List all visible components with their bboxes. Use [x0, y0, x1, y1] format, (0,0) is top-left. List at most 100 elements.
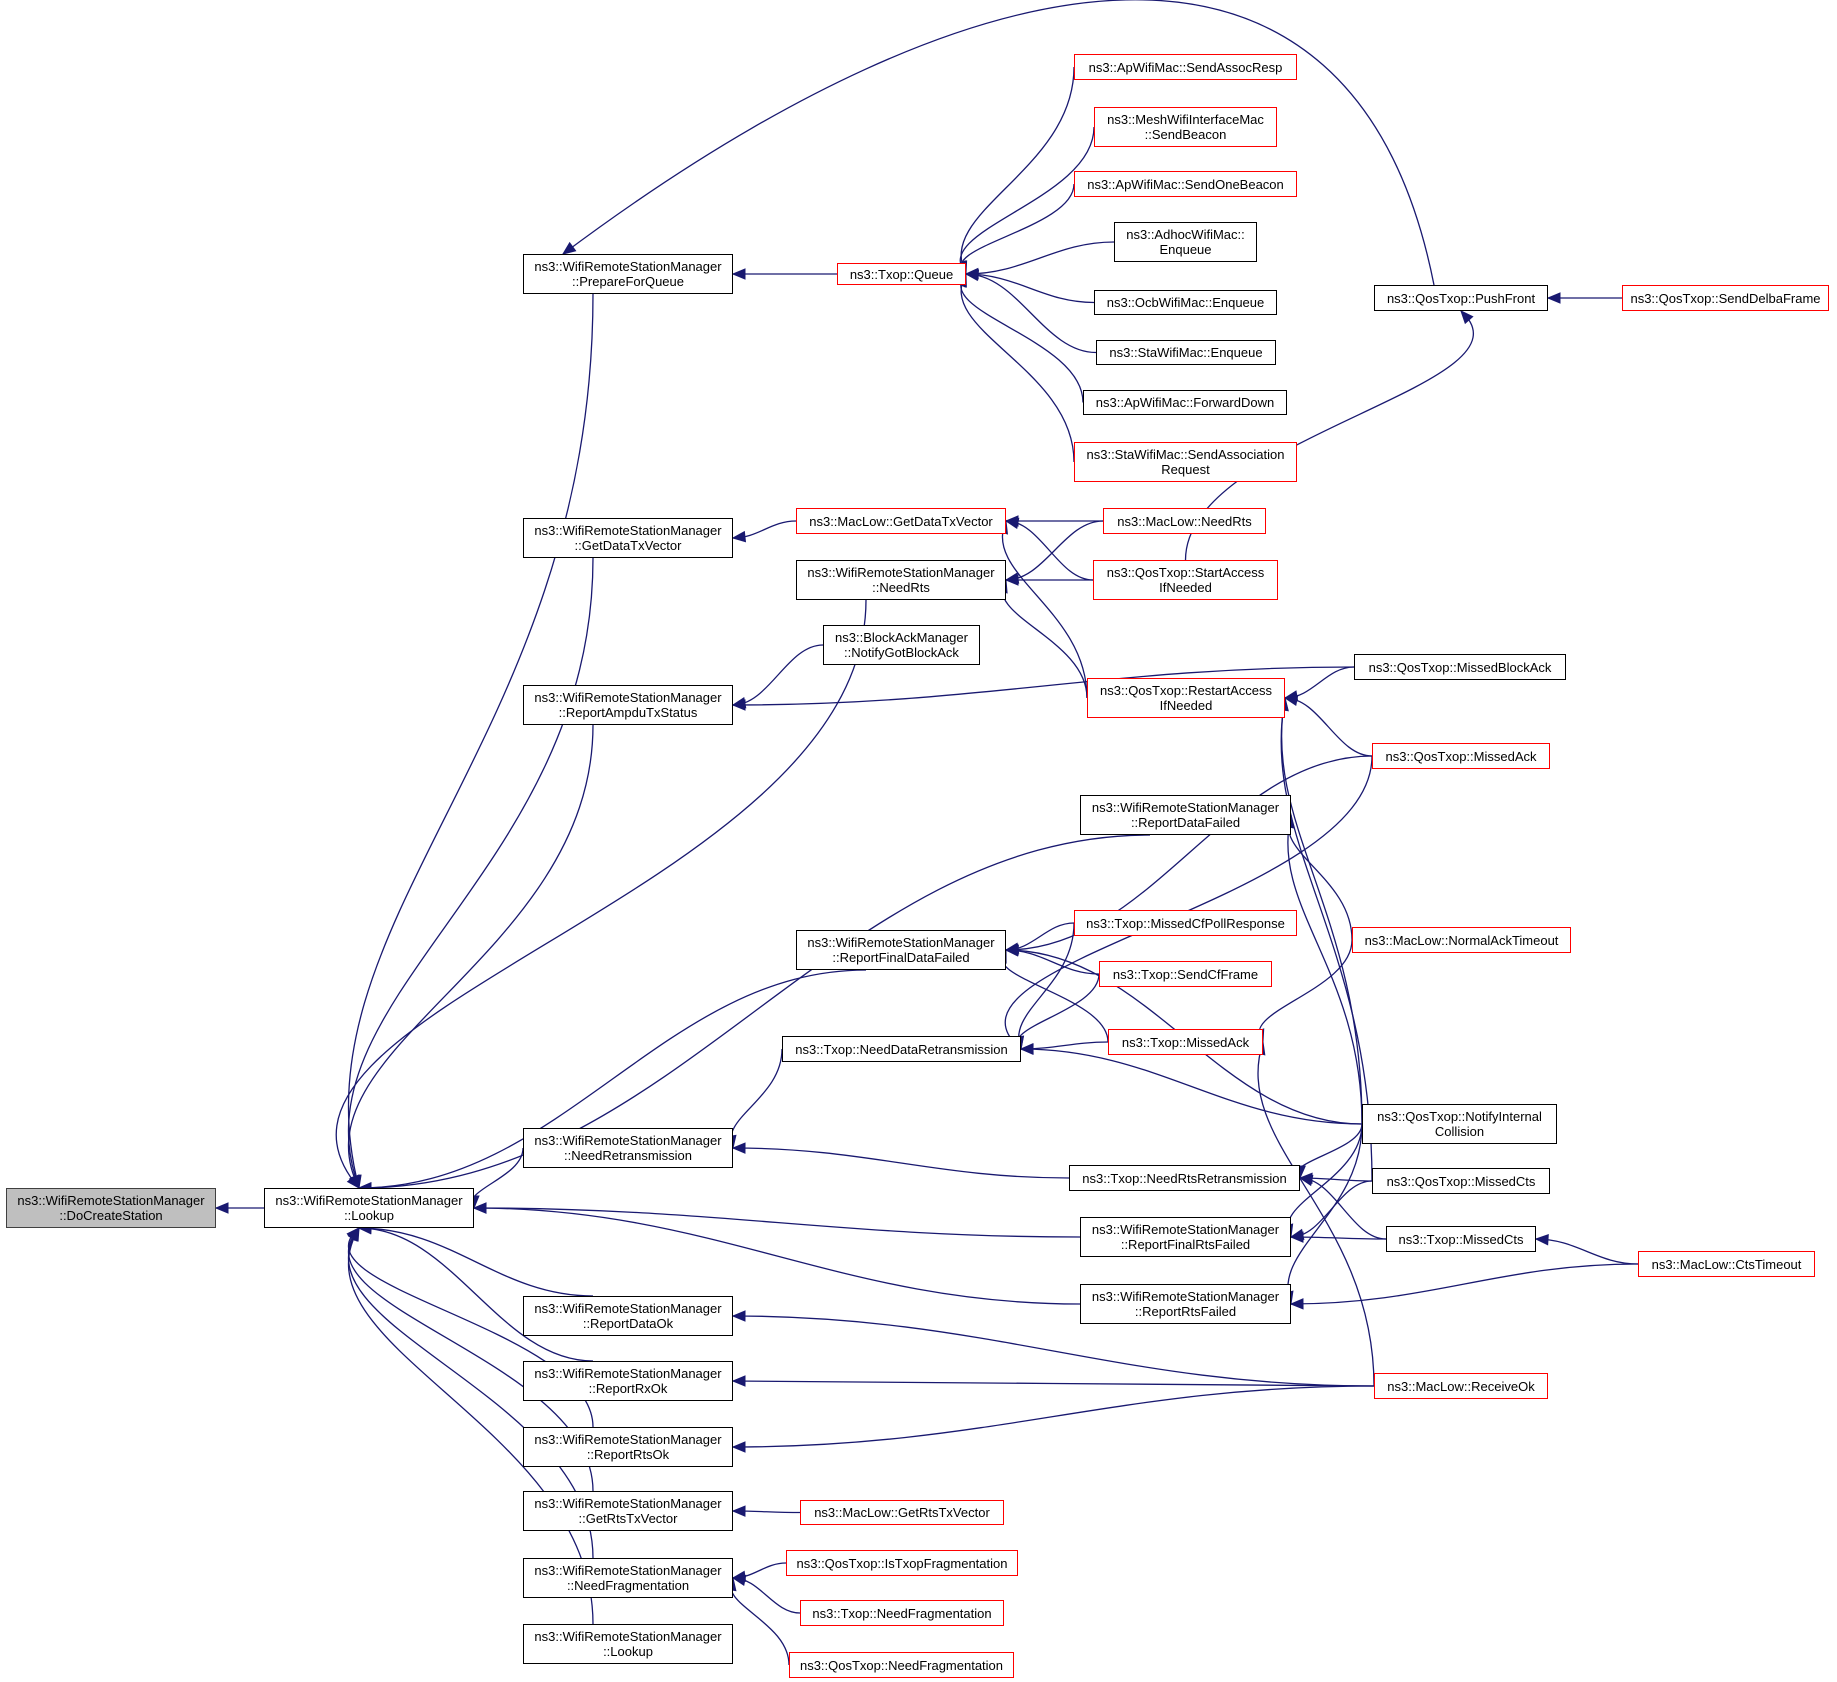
arrowhead-report-data-ok	[731, 1310, 746, 1322]
node-need-data-retransmission[interactable]: ns3::Txop::NeedDataRetransmission	[782, 1036, 1021, 1062]
arrowhead-wrsm-get-data-tx-vector	[731, 530, 747, 543]
node-wrsm-get-data-tx-vector[interactable]: ns3::WifiRemoteStationManager ::GetDataT…	[523, 518, 733, 558]
node-notify-got-block-ack[interactable]: ns3::BlockAckManager ::NotifyGotBlockAck	[823, 625, 980, 665]
arrowhead-txop-queue	[964, 269, 980, 282]
node-report-data-ok[interactable]: ns3::WifiRemoteStationManager ::ReportDa…	[523, 1296, 733, 1336]
node-is-txop-fragmentation[interactable]: ns3::QosTxop::IsTxopFragmentation	[786, 1550, 1018, 1576]
arrowhead-lookup	[348, 1226, 360, 1242]
edge-adhoc-enqueue-to-txop-queue	[965, 241, 1115, 275]
edge-report-final-data-failed-to-lookup	[358, 969, 867, 1189]
edge-receive-ok-to-report-rts-ok	[732, 1385, 1375, 1448]
node-send-one-beacon[interactable]: ns3::ApWifiMac::SendOneBeacon	[1074, 171, 1297, 197]
arrowhead-report-final-rts-failed	[1289, 1231, 1304, 1243]
node-forward-down[interactable]: ns3::ApWifiMac::ForwardDown	[1083, 390, 1287, 415]
node-wrsm-need-fragmentation[interactable]: ns3::WifiRemoteStationManager ::NeedFrag…	[523, 1558, 733, 1598]
node-report-rts-ok[interactable]: ns3::WifiRemoteStationManager ::ReportRt…	[523, 1427, 733, 1467]
edge-qos-missed-ack-to-report-final-data-failed	[1005, 755, 1373, 951]
node-restart-access-if-needed[interactable]: ns3::QosTxop::RestartAccess IfNeeded	[1087, 678, 1285, 718]
node-notify-internal-collision[interactable]: ns3::QosTxop::NotifyInternal Collision	[1362, 1104, 1557, 1144]
node-report-data-failed[interactable]: ns3::WifiRemoteStationManager ::ReportDa…	[1080, 795, 1291, 835]
node-sta-enqueue[interactable]: ns3::StaWifiMac::Enqueue	[1096, 340, 1276, 365]
node-send-delba-frame[interactable]: ns3::QosTxop::SendDelbaFrame	[1622, 285, 1829, 311]
node-prepare-for-queue[interactable]: ns3::WifiRemoteStationManager ::PrepareF…	[523, 254, 733, 294]
node-send-cf-frame[interactable]: ns3::Txop::SendCfFrame	[1099, 961, 1272, 987]
node-report-rts-failed[interactable]: ns3::WifiRemoteStationManager ::ReportRt…	[1080, 1284, 1291, 1324]
edge-send-one-beacon-to-txop-queue	[960, 183, 1075, 275]
node-normal-ack-timeout[interactable]: ns3::MacLow::NormalAckTimeout	[1352, 927, 1571, 953]
node-report-rx-ok[interactable]: ns3::WifiRemoteStationManager ::ReportRx…	[523, 1361, 733, 1401]
edge-report-ampdu-tx-status-to-lookup	[347, 724, 594, 1189]
edge-report-rts-failed-to-lookup	[473, 1207, 1081, 1305]
node-mesh-send-beacon[interactable]: ns3::MeshWifiInterfaceMac ::SendBeacon	[1094, 107, 1277, 147]
node-missed-block-ack[interactable]: ns3::QosTxop::MissedBlockAck	[1354, 654, 1566, 680]
node-qos-missed-cts[interactable]: ns3::QosTxop::MissedCts	[1372, 1168, 1550, 1194]
edge-send-assoc-resp-to-txop-queue	[960, 66, 1075, 275]
node-mac-low-get-rts-tx-vector[interactable]: ns3::MacLow::GetRtsTxVector	[800, 1500, 1004, 1525]
node-missed-cf-poll-response[interactable]: ns3::Txop::MissedCfPollResponse	[1074, 910, 1297, 936]
edge-receive-ok-to-report-rx-ok	[732, 1380, 1375, 1387]
node-start-access-if-needed[interactable]: ns3::QosTxop::StartAccess IfNeeded	[1093, 560, 1278, 600]
node-qos-need-fragmentation[interactable]: ns3::QosTxop::NeedFragmentation	[789, 1652, 1014, 1678]
edge-notify-internal-collision-to-report-rts-failed	[1287, 1123, 1363, 1305]
arrowhead-mac-low-get-data-tx-vector	[1004, 517, 1020, 530]
node-ocb-enqueue[interactable]: ns3::OcbWifiMac::Enqueue	[1094, 290, 1277, 315]
arrowhead-need-rts-retransmission	[1298, 1174, 1314, 1187]
node-mac-low-need-rts[interactable]: ns3::MacLow::NeedRts	[1103, 508, 1266, 534]
arrowhead-prepare-for-queue	[731, 268, 746, 280]
node-report-final-rts-failed[interactable]: ns3::WifiRemoteStationManager ::ReportFi…	[1080, 1217, 1291, 1257]
edge-normal-ack-timeout-to-report-data-failed	[1287, 814, 1353, 941]
node-mac-low-get-data-tx-vector[interactable]: ns3::MacLow::GetDataTxVector	[796, 508, 1006, 534]
edge-need-data-retransmission-to-need-retransmission	[730, 1048, 783, 1149]
node-txop-missed-ack[interactable]: ns3::Txop::MissedAck	[1108, 1029, 1263, 1055]
node-cts-timeout[interactable]: ns3::MacLow::CtsTimeout	[1638, 1251, 1815, 1277]
edge-cts-timeout-to-txop-missed-cts	[1535, 1238, 1639, 1265]
node-send-assoc-request[interactable]: ns3::StaWifiMac::SendAssociation Request	[1074, 442, 1297, 482]
edge-txop-missed-ack-to-report-final-data-failed	[1001, 949, 1109, 1043]
edge-qos-missed-cts-to-restart-access-if-needed	[1280, 697, 1373, 1182]
node-txop-need-fragmentation[interactable]: ns3::Txop::NeedFragmentation	[800, 1600, 1004, 1626]
edge-mac-low-need-rts-to-wrsm-need-rts	[1005, 520, 1104, 581]
node-report-final-data-failed[interactable]: ns3::WifiRemoteStationManager ::ReportFi…	[796, 930, 1006, 970]
edge-lookup2-to-lookup	[347, 1227, 594, 1625]
node-adhoc-enqueue[interactable]: ns3::AdhocWifiMac:: Enqueue	[1114, 222, 1257, 262]
edge-missed-block-ack-to-report-ampdu-tx-status	[732, 666, 1355, 706]
node-report-ampdu-tx-status[interactable]: ns3::WifiRemoteStationManager ::ReportAm…	[523, 685, 733, 725]
node-push-front[interactable]: ns3::QosTxop::PushFront	[1374, 285, 1548, 311]
edge-wrsm-need-rts-to-lookup	[335, 599, 867, 1189]
edge-prepare-for-queue-to-lookup	[347, 293, 594, 1189]
edge-missed-cf-poll-response-to-need-data-retransmission	[1018, 922, 1075, 1050]
edge-qos-missed-ack-to-restart-access-if-needed	[1284, 697, 1373, 757]
arrowhead-need-data-retransmission	[1019, 1043, 1034, 1055]
arrowhead-report-rts-failed	[1289, 1298, 1304, 1310]
node-txop-missed-cts[interactable]: ns3::Txop::MissedCts	[1386, 1226, 1536, 1252]
edge-wrsm-get-data-tx-vector-to-lookup	[347, 557, 594, 1189]
arrowhead-push-front	[1546, 292, 1561, 304]
node-need-retransmission[interactable]: ns3::WifiRemoteStationManager ::NeedRetr…	[523, 1128, 733, 1168]
edge-notify-internal-collision-to-need-rts-retransmission	[1296, 1123, 1363, 1179]
node-wrsm-get-rts-tx-vector[interactable]: ns3::WifiRemoteStationManager ::GetRtsTx…	[523, 1491, 733, 1531]
edge-normal-ack-timeout-to-txop-missed-ack	[1258, 939, 1353, 1043]
edge-cts-timeout-to-report-rts-failed	[1290, 1263, 1639, 1305]
node-send-assoc-resp[interactable]: ns3::ApWifiMac::SendAssocResp	[1074, 54, 1297, 80]
arrowhead-txop-missed-cts	[1534, 1234, 1549, 1246]
edge-report-final-rts-failed-to-lookup	[473, 1207, 1081, 1238]
arrowhead-restart-access-if-needed	[1283, 694, 1299, 707]
node-lookup2[interactable]: ns3::WifiRemoteStationManager ::Lookup	[523, 1624, 733, 1664]
edge-report-data-failed-to-lookup	[358, 834, 1151, 1189]
arrowhead-report-rx-ok	[731, 1375, 746, 1387]
arrowhead-wrsm-get-rts-tx-vector	[731, 1505, 746, 1517]
arrowhead-lookup	[348, 1174, 360, 1190]
arrowhead-lookup	[472, 1202, 487, 1214]
node-lookup[interactable]: ns3::WifiRemoteStationManager ::Lookup	[264, 1188, 474, 1228]
node-qos-missed-ack[interactable]: ns3::QosTxop::MissedAck	[1372, 743, 1550, 769]
node-need-rts-retransmission[interactable]: ns3::Txop::NeedRtsRetransmission	[1069, 1165, 1300, 1191]
node-do-create-station: ns3::WifiRemoteStationManager ::DoCreate…	[6, 1188, 216, 1228]
edge-send-cf-frame-to-report-final-data-failed	[1005, 949, 1100, 975]
edge-restart-access-if-needed-to-mac-low-get-data-tx-vector	[1001, 520, 1088, 699]
edge-forward-down-to-txop-queue	[960, 273, 1084, 403]
edge-need-retransmission-to-lookup	[471, 1147, 524, 1209]
node-receive-ok[interactable]: ns3::MacLow::ReceiveOk	[1374, 1373, 1548, 1399]
node-wrsm-need-rts[interactable]: ns3::WifiRemoteStationManager ::NeedRts	[796, 560, 1006, 600]
node-txop-queue[interactable]: ns3::Txop::Queue	[837, 263, 966, 285]
